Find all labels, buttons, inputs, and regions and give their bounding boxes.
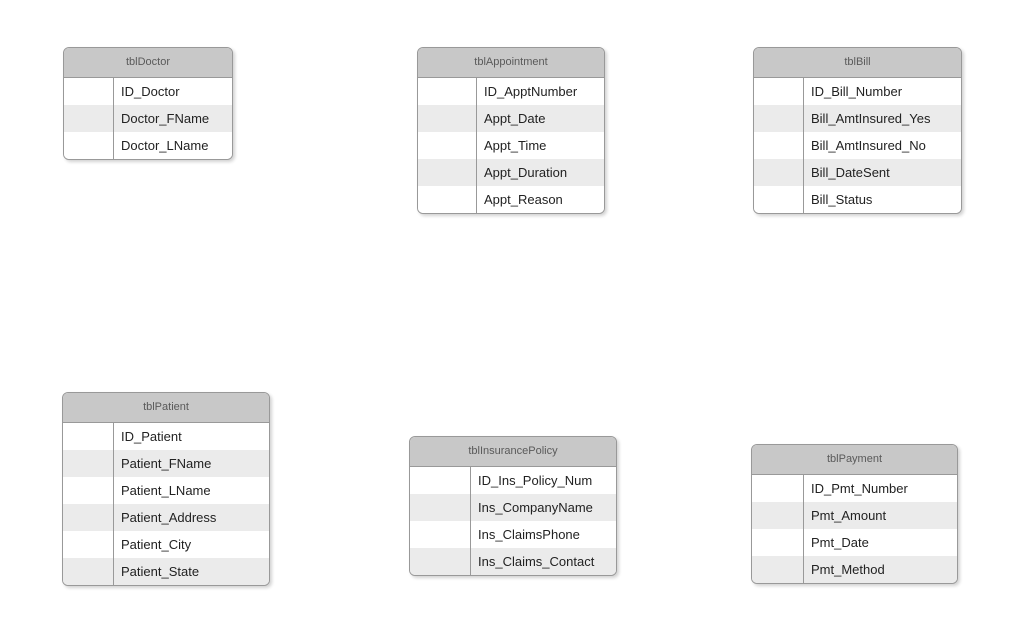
field-name: Ins_CompanyName — [478, 500, 593, 515]
key-cell — [63, 450, 114, 477]
key-cell — [64, 105, 114, 132]
key-cell — [418, 105, 477, 132]
field-row[interactable]: Patient_FName — [63, 450, 269, 477]
field-name: Appt_Duration — [484, 165, 568, 180]
entity-tblinsurancepolicy[interactable]: tblInsurancePolicy ID_Ins_Policy_Num Ins… — [409, 436, 617, 576]
key-cell — [754, 186, 804, 213]
key-cell — [418, 186, 477, 213]
field-name: Patient_FName — [121, 456, 212, 471]
field-row[interactable]: Appt_Date — [418, 105, 604, 132]
field-row[interactable]: Patient_City — [63, 531, 269, 558]
field-row[interactable]: Appt_Time — [418, 132, 604, 159]
field-row[interactable]: Bill_Status — [754, 186, 961, 213]
field-list: ID_Pmt_Number Pmt_Amount Pmt_Date Pmt_Me… — [752, 475, 957, 583]
key-cell — [63, 504, 114, 531]
field-list: ID_Doctor Doctor_FName Doctor_LName — [64, 78, 232, 159]
field-row[interactable]: Pmt_Date — [752, 529, 957, 556]
field-row[interactable]: Ins_Claims_Contact — [410, 548, 616, 575]
entity-tbldoctor[interactable]: tblDoctor ID_Doctor Doctor_FName Doctor_… — [63, 47, 233, 160]
key-cell — [410, 467, 471, 494]
field-name: Patient_City — [121, 537, 192, 552]
entity-tblpayment[interactable]: tblPayment ID_Pmt_Number Pmt_Amount Pmt_… — [751, 444, 958, 584]
field-row[interactable]: Pmt_Method — [752, 556, 957, 583]
field-row[interactable]: ID_Doctor — [64, 78, 232, 105]
key-cell — [752, 556, 804, 583]
key-cell — [754, 159, 804, 186]
key-cell — [418, 159, 477, 186]
field-name: Pmt_Method — [811, 562, 885, 577]
key-cell — [63, 477, 114, 504]
field-name: ID_ApptNumber — [484, 84, 578, 99]
field-name: Doctor_LName — [121, 138, 209, 153]
field-name: ID_Patient — [121, 429, 182, 444]
field-row[interactable]: ID_Bill_Number — [754, 78, 961, 105]
key-cell — [418, 132, 477, 159]
key-cell — [64, 132, 114, 159]
field-name: Pmt_Date — [811, 535, 869, 550]
field-list: ID_Patient Patient_FName Patient_LName P… — [63, 423, 269, 585]
key-cell — [418, 78, 477, 105]
key-cell — [752, 529, 804, 556]
key-cell — [754, 78, 804, 105]
field-row[interactable]: Doctor_FName — [64, 105, 232, 132]
field-name: Appt_Date — [484, 111, 546, 126]
field-list: ID_Ins_Policy_Num Ins_CompanyName Ins_Cl… — [410, 467, 616, 575]
key-cell — [63, 423, 114, 450]
entity-title[interactable]: tblBill — [754, 48, 961, 78]
key-cell — [63, 531, 114, 558]
field-name: Ins_ClaimsPhone — [478, 527, 580, 542]
field-name: Ins_Claims_Contact — [478, 554, 595, 569]
key-cell — [754, 105, 804, 132]
field-name: ID_Bill_Number — [811, 84, 903, 99]
entity-title[interactable]: tblDoctor — [64, 48, 232, 78]
field-row[interactable]: Bill_AmtInsured_No — [754, 132, 961, 159]
field-row[interactable]: Patient_LName — [63, 477, 269, 504]
key-cell — [410, 494, 471, 521]
entity-tblbill[interactable]: tblBill ID_Bill_Number Bill_AmtInsured_Y… — [753, 47, 962, 214]
field-name: Bill_DateSent — [811, 165, 890, 180]
entity-title[interactable]: tblPatient — [63, 393, 269, 423]
field-name: Bill_AmtInsured_No — [811, 138, 926, 153]
field-name: Bill_Status — [811, 192, 873, 207]
key-cell — [64, 78, 114, 105]
field-name: Appt_Reason — [484, 192, 563, 207]
field-name: ID_Doctor — [121, 84, 180, 99]
field-row[interactable]: Appt_Duration — [418, 159, 604, 186]
field-list: ID_ApptNumber Appt_Date Appt_Time Appt_D… — [418, 78, 604, 213]
key-cell — [752, 502, 804, 529]
field-row[interactable]: ID_Ins_Policy_Num — [410, 467, 616, 494]
entity-title[interactable]: tblPayment — [752, 445, 957, 475]
field-row[interactable]: ID_Patient — [63, 423, 269, 450]
field-row[interactable]: Pmt_Amount — [752, 502, 957, 529]
key-cell — [410, 521, 471, 548]
field-name: Appt_Time — [484, 138, 547, 153]
field-row[interactable]: Patient_Address — [63, 504, 269, 531]
key-cell — [754, 132, 804, 159]
field-name: Patient_Address — [121, 510, 217, 525]
field-name: ID_Ins_Policy_Num — [478, 473, 593, 488]
field-row[interactable]: ID_Pmt_Number — [752, 475, 957, 502]
entity-title[interactable]: tblAppointment — [418, 48, 604, 78]
field-row[interactable]: Ins_CompanyName — [410, 494, 616, 521]
field-name: ID_Pmt_Number — [811, 481, 908, 496]
field-row[interactable]: ID_ApptNumber — [418, 78, 604, 105]
field-name: Patient_LName — [121, 483, 211, 498]
key-cell — [752, 475, 804, 502]
entity-title[interactable]: tblInsurancePolicy — [410, 437, 616, 467]
key-cell — [63, 558, 114, 585]
field-row[interactable]: Bill_AmtInsured_Yes — [754, 105, 961, 132]
field-name: Pmt_Amount — [811, 508, 887, 523]
entity-tblappointment[interactable]: tblAppointment ID_ApptNumber Appt_Date A… — [417, 47, 605, 214]
entity-tblpatient[interactable]: tblPatient ID_Patient Patient_FName Pati… — [62, 392, 270, 586]
field-name: Bill_AmtInsured_Yes — [811, 111, 931, 126]
field-row[interactable]: Bill_DateSent — [754, 159, 961, 186]
field-row[interactable]: Doctor_LName — [64, 132, 232, 159]
field-row[interactable]: Appt_Reason — [418, 186, 604, 213]
field-row[interactable]: Ins_ClaimsPhone — [410, 521, 616, 548]
field-row[interactable]: Patient_State — [63, 558, 269, 585]
key-cell — [410, 548, 471, 575]
field-name: Patient_State — [121, 564, 200, 579]
field-name: Doctor_FName — [121, 111, 210, 126]
field-list: ID_Bill_Number Bill_AmtInsured_Yes Bill_… — [754, 78, 961, 213]
